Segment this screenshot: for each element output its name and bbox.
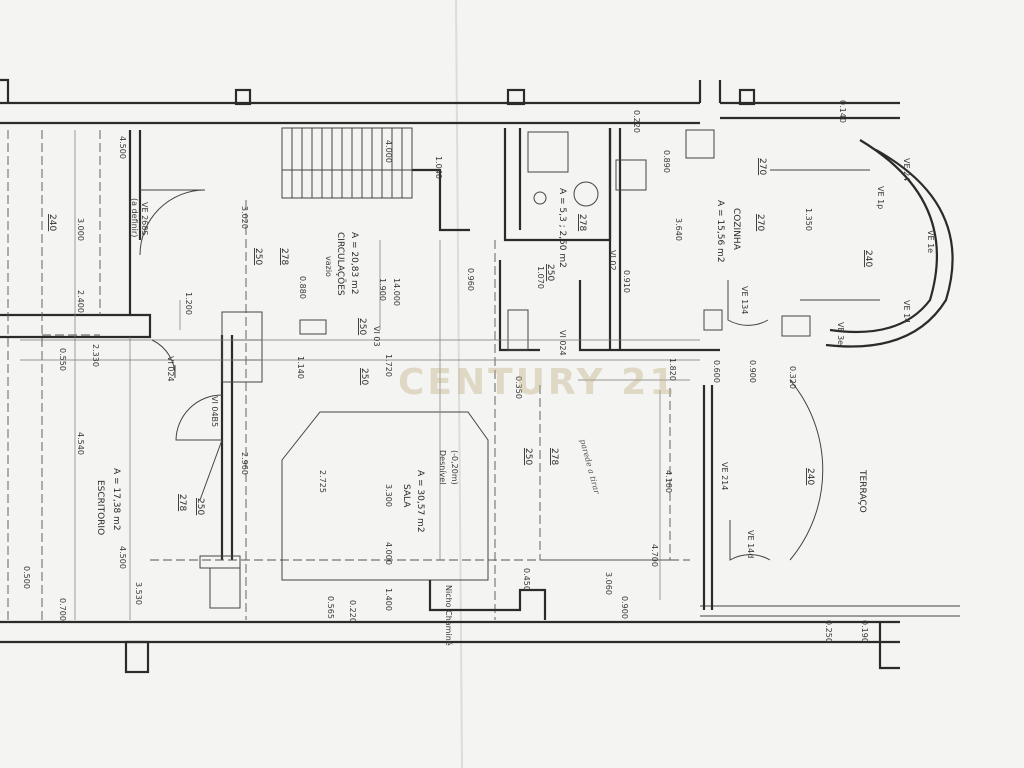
dimension-value: 0.140 (838, 100, 847, 123)
dimension-value: 4.500 (118, 546, 127, 569)
note-chamine: Nicho Chaminé (444, 585, 454, 646)
dimension-value: 1.900 (378, 278, 387, 301)
paper-fold-line (455, 0, 463, 768)
dimension-value: 2.960 (240, 452, 249, 475)
level-mark: 250 (195, 498, 205, 515)
dimension-value: 4.500 (118, 136, 127, 159)
dimension-value: 3.530 (134, 582, 143, 605)
dimension-value: 0.550 (58, 348, 67, 371)
level-mark: 250 (357, 318, 367, 335)
room-name-terraco: TERRAÇO (857, 469, 867, 513)
level-mark: 240 (863, 250, 873, 267)
note-desnivel-value: (-0,20m) (450, 450, 459, 485)
dimension-value: 1.200 (184, 292, 193, 315)
room-area-wc: A = 5,3 ; 2,50 m2 (557, 188, 567, 268)
window-code-ve-2685-sub: (a definir) (130, 198, 139, 237)
dimension-value: 3.020 (240, 206, 249, 229)
dimension-value: 1.820 (668, 358, 677, 381)
level-mark: 250 (523, 448, 533, 465)
room-name-cozinha: COZINHA (731, 208, 741, 251)
dimension-value: 0.450 (522, 568, 531, 591)
level-mark: 278 (279, 248, 289, 265)
room-area-circulacoes: A = 20,83 m2 (349, 232, 359, 295)
dimension-value: 0.350 (514, 376, 523, 399)
dimension-value: 0.900 (748, 360, 757, 383)
dimension-lines (20, 130, 700, 620)
dimension-value: 14.000 (392, 278, 401, 306)
door-swings (139, 189, 824, 561)
dimension-value: 0.320 (788, 366, 797, 389)
dimension-value: 3.000 (76, 218, 85, 241)
level-mark: 240 (805, 468, 815, 485)
dimension-value: 3.060 (604, 572, 613, 595)
window-code-ve-1p: VE 1p (876, 186, 885, 209)
note-handwritten: parede a tirar (578, 438, 602, 496)
dimension-value: 2.400 (76, 290, 85, 313)
window-code-vi-03: VI 03 (372, 326, 381, 347)
dimension-value: 0.880 (298, 276, 307, 299)
dimension-value: 4.160 (664, 470, 673, 493)
dimension-value: 0.190 (860, 620, 869, 643)
room-area-sala: A = 30,57 m2 (415, 470, 425, 533)
bay-window (770, 139, 954, 348)
dimension-value: 0.700 (58, 598, 67, 621)
exterior-walls (0, 78, 960, 674)
dimension-value: 0.910 (622, 270, 631, 293)
level-mark: 250 (359, 368, 369, 385)
room-area-escritorio: A = 17,38 m2 (111, 468, 121, 531)
level-mark: 240 (47, 214, 57, 231)
dimension-value: 0.900 (620, 596, 629, 619)
dimension-value: 0.565 (326, 596, 335, 619)
watermark: CENTURY 21 (398, 362, 678, 403)
window-code-ve-14: VE 14 (902, 300, 911, 323)
window-code-vi-024: VI 024 (166, 356, 175, 382)
window-code-ve-2685: VE 268S (140, 202, 149, 235)
room-name-escritorio: ESCRITORIO (95, 480, 105, 535)
dimension-value: 0.220 (632, 110, 641, 133)
dimension-value: 1.350 (804, 208, 813, 231)
dimension-value: 1.070 (536, 266, 545, 289)
dimension-value: 3.300 (384, 484, 393, 507)
dimension-value: 1.140 (296, 356, 305, 379)
window-code-ve-14d: VE 14d (746, 530, 755, 558)
dimension-value: 0.890 (662, 150, 671, 173)
dimension-value: 4.700 (650, 544, 659, 567)
dimension-value: 1.720 (384, 354, 393, 377)
dimension-value: 1.400 (384, 588, 393, 611)
dimension-value: 3.640 (674, 218, 683, 241)
window-code-ve-134: VE 134 (740, 286, 749, 314)
dimension-value: 0.960 (466, 268, 475, 291)
dimension-value: 4.000 (384, 542, 393, 565)
window-code-vi-04b5: VI 04B5 (210, 396, 219, 427)
dimension-value: 0.500 (22, 566, 31, 589)
level-mark: 278 (577, 214, 587, 231)
dimension-value: 0.600 (712, 360, 721, 383)
window-code-ve-24: VE 24 (902, 158, 911, 181)
window-code-vi-024b: VI 024 (558, 330, 567, 356)
level-mark: 270 (757, 158, 767, 175)
dimension-value: 4.000 (384, 140, 393, 163)
dimension-value: 0.220 (348, 600, 357, 623)
window-code-ve-3e: VE 3e (836, 322, 845, 345)
dimension-value: 4.540 (76, 432, 85, 455)
note-desnivel: Desnível (438, 450, 447, 484)
level-mark: 270 (755, 214, 765, 231)
window-code-vi-02: VI 02 (608, 250, 617, 271)
window-code-ve-1e: VE 1e (926, 230, 935, 253)
dimension-value: 1.040 (434, 156, 443, 179)
room-name-sala: SALA (401, 484, 411, 508)
interior-walls (0, 127, 723, 620)
window-code-ve-214: VE 214 (720, 462, 729, 490)
note-vazio: vazio (324, 256, 333, 277)
dimension-value: 2.725 (318, 470, 327, 493)
level-mark: 278 (177, 494, 187, 511)
room-name-circulacoes: CIRCULAÇÕES (335, 232, 347, 296)
level-mark: 278 (549, 448, 559, 465)
room-area-cozinha: A = 15,56 m2 (715, 200, 725, 263)
level-mark: 250 (253, 248, 263, 265)
level-mark: 250 (545, 264, 555, 281)
dimension-value: 0.250 (824, 620, 833, 643)
dimension-value: 2.330 (91, 344, 100, 367)
